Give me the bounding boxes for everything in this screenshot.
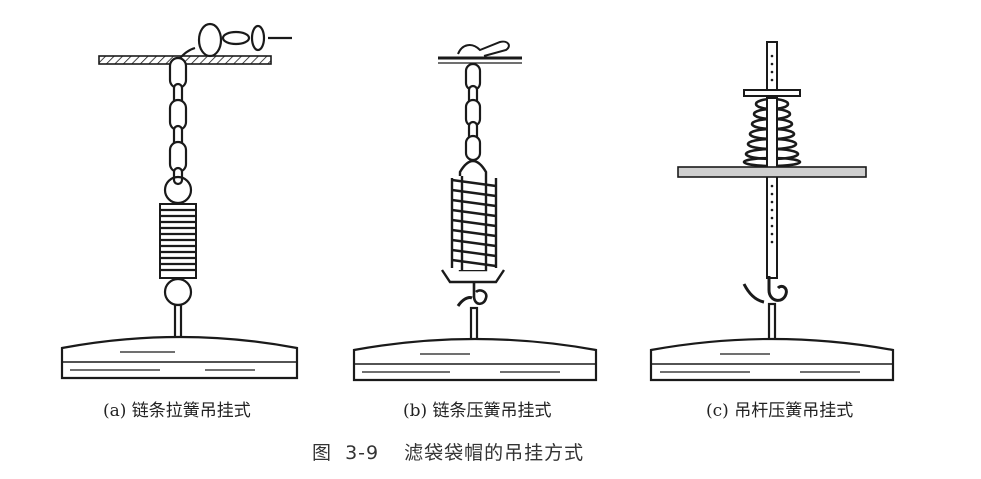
diagram-b-bag-cap <box>352 337 598 382</box>
caption-b: (b) 链条压簧吊挂式 <box>403 401 552 421</box>
diagram-b-clip <box>457 40 510 57</box>
caption-a: (a) 链条拉簧吊挂式 <box>103 401 251 421</box>
diagram-c-bag-cap <box>649 337 895 382</box>
diagram-c-rod-compression-spring <box>649 41 895 382</box>
diagram-a-top-chain <box>179 22 292 59</box>
diagram-b-compression-spring <box>450 176 498 270</box>
caption-c: (c) 吊杆压簧吊挂式 <box>706 401 854 421</box>
diagram-a-tension-spring <box>159 203 197 279</box>
diagram-a-bag-cap <box>60 335 299 380</box>
diagram-a-lower-ring <box>163 277 193 307</box>
diagram-b-chain-compression-spring <box>352 40 598 382</box>
diagram-c-hook <box>767 276 788 302</box>
diagram-b-hook <box>472 282 488 306</box>
diagram-b-bottom-bar <box>441 269 505 284</box>
figure-label: 图 <box>312 442 333 464</box>
figure-number: 3-9 <box>345 442 380 464</box>
figure-title: 滤袋袋帽的吊挂方式 <box>404 442 585 464</box>
diagram-b-chain <box>464 62 482 162</box>
diagram-a-chain <box>168 56 188 186</box>
figure-caption: 图 3-9 滤袋袋帽的吊挂方式 <box>312 438 584 465</box>
diagram-a-chain-tension-spring <box>60 22 299 380</box>
diagram-c-washer <box>743 89 801 97</box>
diagram-c-plate <box>677 166 867 178</box>
